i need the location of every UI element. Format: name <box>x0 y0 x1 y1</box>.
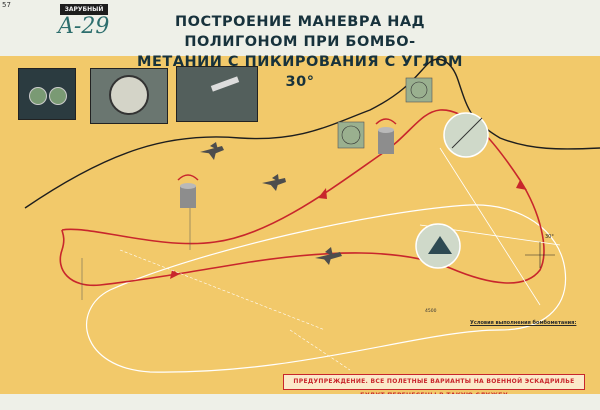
instruction-text-11 <box>270 260 330 272</box>
instruction-text-8 <box>480 220 540 260</box>
series-badge: ЗАРУБНЫЙ МЕХАНИК <box>60 4 108 24</box>
distance-label: 4500 <box>425 308 437 314</box>
track-arrow-2 <box>516 180 527 190</box>
bomb-icon-2 <box>375 118 397 154</box>
instrument-circle-2 <box>415 223 461 269</box>
instruction-text-3 <box>22 152 82 202</box>
warning-banner: ПРЕДУПРЕЖДЕНИЕ. ВСЕ ПОЛЕТНЫЕ ВАРИАНТЫ НА… <box>283 374 585 399</box>
instruction-text-10 <box>150 292 240 310</box>
title-line-1: ПОСТРОЕНИЕ МАНЕВРА НАД ПОЛИГОНОМ ПРИ БОМ… <box>175 14 425 50</box>
aircraft-icon-1 <box>200 142 224 160</box>
instruction-text-1 <box>18 122 76 134</box>
inset-panel-1 <box>337 121 365 149</box>
instrument-panel-3 <box>176 66 258 122</box>
track-arrow-1 <box>318 188 327 199</box>
serial-code: 57 <box>2 1 11 9</box>
poster-number: A-29 <box>58 14 110 39</box>
inset-panel-1-dial <box>341 125 361 145</box>
instrument-circle-1 <box>443 112 489 158</box>
target-icon <box>525 242 555 268</box>
instrument-panel-3-lever <box>210 76 240 92</box>
maneuver-track <box>59 109 545 287</box>
instruction-text-7 <box>460 56 580 156</box>
instruction-text-2 <box>90 124 250 134</box>
instruction-text-9 <box>60 264 110 296</box>
instrument-panel-1-dial-1 <box>29 87 47 105</box>
dive-line-1 <box>439 147 541 306</box>
instrument-panel-1 <box>18 68 76 120</box>
instruction-text-6 <box>230 148 300 182</box>
aircraft-icon-2 <box>262 174 286 191</box>
instruction-text-4 <box>118 140 188 162</box>
footer-text <box>30 396 510 406</box>
instruction-text-5 <box>102 186 172 212</box>
aircraft-icon-3 <box>315 247 342 265</box>
inset-panel-2-dial <box>410 81 428 99</box>
instrument-panel-2 <box>90 68 168 124</box>
conditions-title: Условия выполнения бомбометания: <box>470 320 577 326</box>
approach-axis <box>119 249 326 331</box>
track-arrow-3 <box>170 270 180 279</box>
target-axis <box>289 329 351 371</box>
angle-label: 30° <box>545 234 554 240</box>
instrument-panel-2-dial <box>109 75 149 115</box>
conditions-block: Условия выполнения бомбометания: <box>470 320 590 372</box>
bomb-icon-1 <box>177 174 199 208</box>
instrument-panel-1-dial-2 <box>49 87 67 105</box>
approach-line <box>24 58 600 209</box>
ground-track <box>86 204 567 373</box>
conditions-text <box>470 326 590 366</box>
inset-panel-2 <box>405 77 433 103</box>
footer-band <box>0 394 600 410</box>
